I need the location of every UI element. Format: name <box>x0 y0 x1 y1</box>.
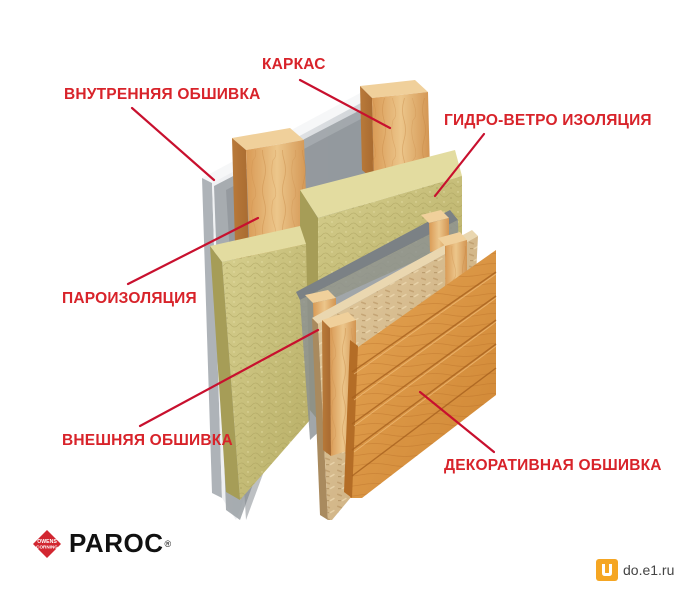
leader-outer-sheathing <box>138 328 320 428</box>
leader-decorative-cladding <box>418 390 496 454</box>
logo-text-line1: OWENS <box>37 539 57 545</box>
brand-registered-mark: ® <box>164 538 172 549</box>
leader-wind-water-barrier <box>433 132 486 198</box>
label-karkas: КАРКАС <box>262 56 326 73</box>
label-wind-water-barrier: ГИДРО-ВЕТРО ИЗОЛЯЦИЯ <box>444 112 652 129</box>
decorative-cladding-layer <box>344 250 497 498</box>
brand-name: PAROC <box>69 528 164 558</box>
label-inner-sheathing: ВНУТРЕННЯЯ ОБШИВКА <box>64 86 261 103</box>
leader-lines <box>126 78 496 454</box>
site-url: do.e1.ru <box>623 562 675 578</box>
logo-text-line2: CORNING <box>36 544 58 549</box>
site-watermark: do.e1.ru <box>596 559 674 581</box>
owens-corning-logo-icon: OWENS CORNING <box>33 529 61 558</box>
site-logo-icon <box>596 559 618 581</box>
brand-logo: OWENS CORNING PAROC® <box>32 528 171 559</box>
leader-karkas <box>298 78 392 130</box>
leader-vapor-barrier <box>126 216 260 286</box>
leader-inner-sheathing <box>130 106 216 182</box>
label-outer-sheathing: ВНЕШНЯЯ ОБШИВКА <box>62 432 233 449</box>
label-vapor-barrier: ПАРОИЗОЛЯЦИЯ <box>62 290 197 307</box>
label-decorative-cladding: ДЕКОРАТИВНАЯ ОБШИВКА <box>444 457 662 474</box>
